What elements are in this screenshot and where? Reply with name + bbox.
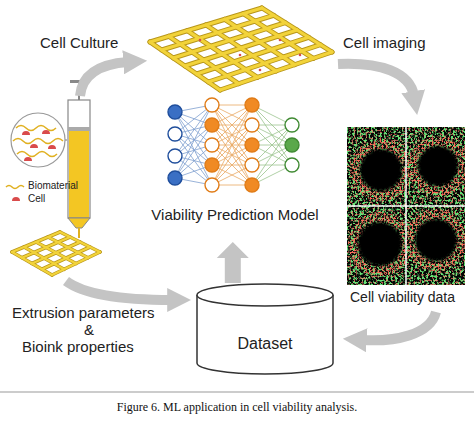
grid-strands (12, 232, 100, 275)
cell-shape (30, 144, 38, 148)
nn-neuron (245, 98, 259, 112)
biomaterial-strands (13, 126, 63, 157)
cylinder-body (197, 295, 333, 374)
cell-dots (199, 39, 302, 72)
cell-shape (48, 145, 56, 149)
legend-text: Cell (28, 193, 45, 205)
nn-neuron (205, 138, 219, 152)
legend-text: Biomaterial (28, 180, 78, 192)
curved-arrow (80, 62, 128, 96)
cylinder-outline (195, 283, 335, 375)
dataset-cylinder: Dataset (195, 283, 335, 375)
pore (415, 219, 457, 261)
nn-neuron (285, 138, 299, 152)
cell-dot (299, 54, 302, 57)
cell-dot (279, 39, 282, 42)
step-label: & (84, 321, 94, 338)
grid-shadow (150, 8, 332, 90)
nn-neuron (168, 105, 182, 119)
cylinder-top (197, 284, 333, 306)
node-label: Viability Prediction Model (140, 206, 330, 223)
dead-cells (347, 127, 465, 285)
legend-samples (6, 186, 24, 202)
biomaterial-strand (16, 126, 56, 131)
block-arrow (217, 242, 249, 283)
step-label: Cell viability data (350, 289, 455, 305)
grid-strands (150, 8, 332, 90)
pore (358, 222, 402, 266)
needle (78, 228, 80, 238)
legend-sample-cell (12, 197, 20, 201)
pore (360, 149, 402, 191)
nn-neuron (245, 178, 259, 192)
nn-neuron (245, 138, 259, 152)
cell-dot (259, 69, 262, 72)
panel-divider (347, 205, 465, 207)
curved-arrow (66, 281, 172, 300)
nn-neuron (205, 98, 219, 112)
nn-neuron (168, 171, 182, 185)
grid-fill (12, 232, 100, 275)
step-label: Cell imaging (343, 34, 426, 51)
model-box: Viability Prediction Model (140, 92, 330, 242)
cell-dot (199, 39, 202, 42)
neural-network (168, 98, 299, 192)
caption-rule (0, 392, 474, 393)
grid-strands (150, 8, 332, 90)
cells (22, 130, 56, 161)
bioink-fill (69, 130, 89, 218)
legend-sample-line (6, 186, 24, 189)
printed-grid (12, 232, 100, 275)
syringe-tip (68, 218, 90, 228)
image-background (347, 127, 465, 285)
step-label: Bioink properties (22, 338, 134, 355)
step-label: Extrusion parameters (12, 304, 155, 321)
nn-input-layer (168, 105, 182, 185)
grid-strands (12, 232, 100, 275)
syringe (68, 80, 90, 238)
bioink-inset (11, 113, 72, 167)
grid-shadow (12, 232, 100, 275)
nn-neuron (285, 158, 299, 172)
curved-arrow (338, 64, 414, 96)
node-label: Dataset (195, 335, 335, 353)
nn-neuron (168, 149, 182, 163)
cell-shape (42, 130, 50, 134)
nn-hidden-layer (205, 98, 259, 192)
grid-strands (12, 232, 100, 275)
nn-neuron (205, 158, 219, 172)
curved-arrow (362, 312, 436, 340)
nn-neuron (245, 158, 259, 172)
grid-fill (150, 8, 332, 90)
dead-cell-rings (347, 127, 465, 285)
nn-neuron (205, 118, 219, 132)
nn-neuron (205, 178, 219, 192)
step-label: Cell Culture (40, 34, 118, 51)
biomaterial-strand (17, 152, 57, 157)
cell-dot (239, 54, 242, 57)
grid-strands (150, 8, 332, 90)
scaffold-grid (150, 8, 332, 90)
nn-neuron (168, 127, 182, 141)
inset-circle (11, 113, 65, 167)
figure-caption: Figure 6. ML application in cell viabili… (0, 400, 474, 415)
grid-strands (150, 8, 332, 90)
cell-shape (22, 131, 30, 135)
pore (418, 146, 458, 186)
fluorescence-image (347, 127, 465, 285)
syringe-barrel (68, 100, 90, 218)
live-cells (347, 127, 465, 285)
biomaterial-strand (13, 139, 63, 144)
nn-output-layer (285, 118, 299, 172)
nn-neuron (245, 118, 259, 132)
grid-strands (12, 232, 100, 275)
plunger-head (68, 127, 90, 131)
nn-neuron (285, 118, 299, 132)
cell-shape (24, 157, 32, 161)
